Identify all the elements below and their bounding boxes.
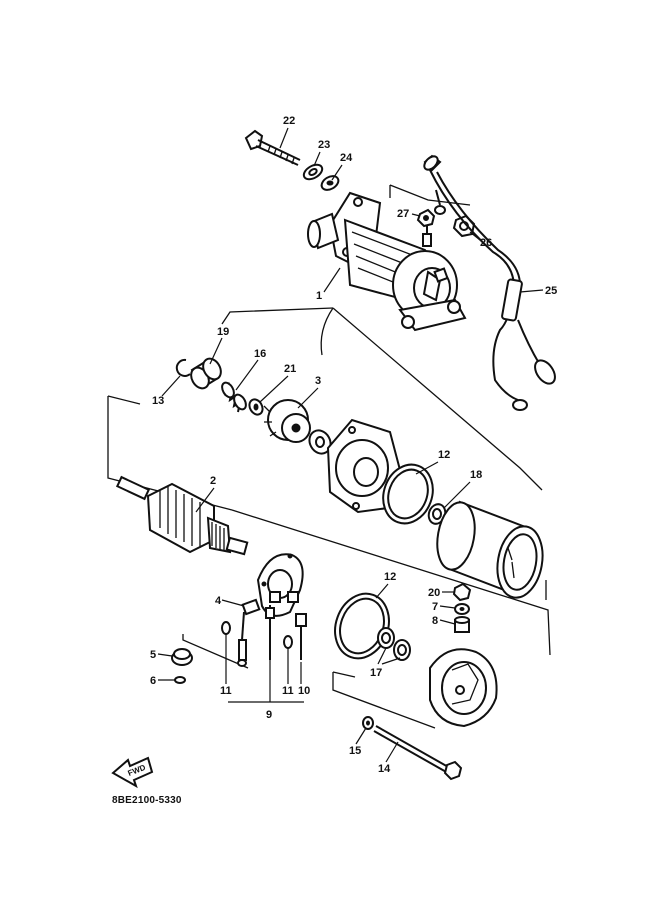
circlip-13 — [175, 358, 191, 377]
rear-end-cover — [429, 648, 498, 728]
callout-11-left: 11 — [220, 685, 232, 697]
nut-27 — [416, 208, 436, 228]
callout-16: 16 — [254, 348, 266, 360]
brush-11b — [283, 635, 293, 649]
collar-19 — [190, 357, 222, 390]
washer-24 — [320, 175, 340, 191]
callout-11-right: 11 — [282, 685, 294, 697]
forward-direction-arrow: FWD — [111, 756, 154, 789]
o-ring-12-lower — [334, 592, 390, 660]
insulator-8 — [454, 616, 470, 633]
lock-washer-23 — [302, 163, 324, 181]
washer-17 — [377, 627, 411, 661]
brush-lead-4 — [237, 598, 261, 667]
callout-17: 17 — [370, 667, 382, 679]
callout-4: 4 — [215, 595, 222, 607]
washer-front — [308, 429, 332, 455]
o-ring-12-upper — [382, 463, 434, 525]
brush-holder-plate — [256, 553, 304, 617]
spring-16 — [221, 381, 247, 413]
callout-24: 24 — [340, 152, 353, 164]
front-cover — [326, 418, 402, 514]
washer-6 — [174, 676, 186, 684]
callout-9: 9 — [266, 709, 272, 721]
callout-7: 7 — [432, 601, 438, 613]
bolt-22 — [244, 129, 301, 166]
through-bolt-14 — [373, 725, 463, 781]
callout-25: 25 — [545, 285, 557, 297]
callout-26: 26 — [480, 237, 492, 249]
callout-27: 27 — [397, 208, 409, 220]
starter-yoke — [436, 500, 544, 599]
brush-9 — [265, 605, 275, 660]
callout-labels: 22 23 24 27 26 25 1 19 16 21 3 13 12 18 … — [150, 115, 557, 775]
callout-21: 21 — [284, 363, 296, 375]
washer-7 — [454, 603, 470, 615]
washer-21 — [248, 398, 264, 416]
callout-19: 19 — [217, 326, 229, 338]
brush-11a — [221, 621, 231, 635]
starter-lead-wire-25 — [423, 154, 556, 411]
callout-3: 3 — [315, 375, 321, 387]
callout-13: 13 — [152, 395, 164, 407]
callout-2: 2 — [210, 475, 216, 487]
callout-1: 1 — [316, 290, 322, 302]
brush-spring-10 — [295, 613, 307, 660]
callout-15: 15 — [349, 745, 361, 757]
assembly-bracket-lines — [107, 184, 551, 729]
starter-clutch-3 — [263, 399, 311, 443]
callout-12-upper: 12 — [438, 449, 450, 461]
callout-10: 10 — [298, 685, 310, 697]
callout-18: 18 — [470, 469, 482, 481]
grommet-5 — [171, 648, 193, 666]
starter-motor-assembly-1 — [307, 191, 467, 332]
callout-20: 20 — [428, 587, 440, 599]
callout-5: 5 — [150, 649, 156, 661]
diagram-code: 8BE2100-5330 — [112, 795, 182, 806]
callout-14: 14 — [378, 763, 391, 775]
nut-20 — [452, 582, 472, 602]
washer-15 — [362, 716, 374, 730]
callout-22: 22 — [283, 115, 295, 127]
callout-8: 8 — [432, 615, 438, 627]
armature-2 — [115, 475, 249, 556]
callout-6: 6 — [150, 675, 156, 687]
callout-12-lower: 12 — [384, 571, 396, 583]
washer-18 — [427, 503, 447, 525]
callout-23: 23 — [318, 139, 330, 151]
